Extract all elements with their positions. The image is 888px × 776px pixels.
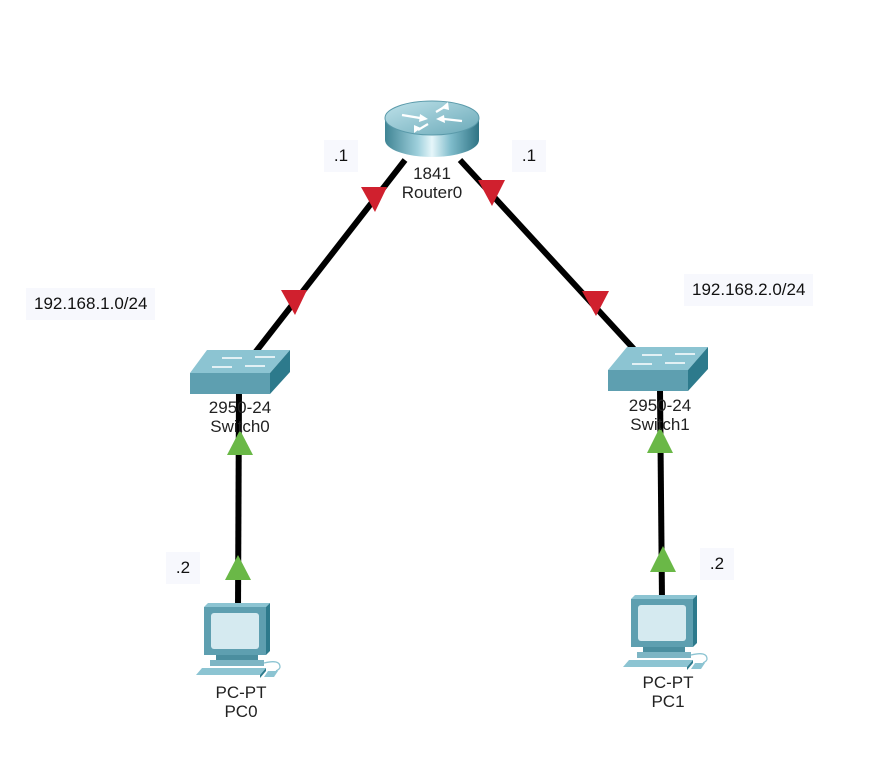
pc1-label: PC-PT PC1	[623, 673, 713, 711]
note-router-left-ip[interactable]: .1	[324, 140, 358, 172]
pc1-model: PC-PT	[642, 673, 694, 692]
switch-icon	[190, 350, 290, 394]
router-icon	[384, 100, 480, 157]
note-pc1-ip[interactable]: .2	[700, 548, 734, 580]
pc1-name: PC1	[651, 692, 685, 711]
pc0-model: PC-PT	[215, 683, 267, 702]
link-status-down-triangle	[281, 290, 307, 315]
links	[235, 157, 665, 611]
pc1-device[interactable]	[623, 595, 708, 670]
router0-label: 1841 Router0	[390, 164, 474, 202]
pc0-label: PC-PT PC0	[196, 683, 286, 721]
router0-device[interactable]	[384, 100, 480, 157]
note-pc0-ip[interactable]: .2	[166, 552, 200, 584]
switch0-model: 2950-24	[208, 398, 272, 417]
link-status-up-triangle	[225, 555, 251, 580]
switch1-model: 2950-24	[628, 396, 692, 415]
switch0-device[interactable]	[190, 350, 290, 394]
switch1-device[interactable]	[608, 347, 708, 391]
pc0-device[interactable]	[196, 603, 281, 678]
link-status-up-triangle	[650, 546, 676, 572]
note-router-right-ip[interactable]: .1	[512, 140, 546, 172]
switch0-name: Switch0	[210, 417, 270, 436]
link-status-down-triangle	[361, 187, 387, 212]
note-network-left[interactable]: 192.168.1.0/24	[26, 288, 156, 320]
pc-icon	[623, 595, 708, 670]
switch1-label: 2950-24 Switch1	[612, 396, 708, 434]
router0-model: 1841	[413, 164, 451, 183]
switch1-name: Switch1	[630, 415, 690, 434]
switch0-label: 2950-24 Switch0	[192, 398, 288, 436]
link-status-up-triangle	[647, 427, 673, 453]
router0-name: Router0	[401, 183, 463, 202]
link-status-up-triangle	[227, 430, 253, 455]
link-status-down-triangle	[582, 291, 609, 316]
pc0-name: PC0	[224, 702, 258, 721]
link-status-down-triangle	[478, 180, 505, 206]
link-status-indicators	[225, 180, 676, 580]
switch-icon	[608, 347, 708, 391]
note-network-right[interactable]: 192.168.2.0/24	[684, 274, 814, 306]
pc-icon	[196, 603, 281, 678]
